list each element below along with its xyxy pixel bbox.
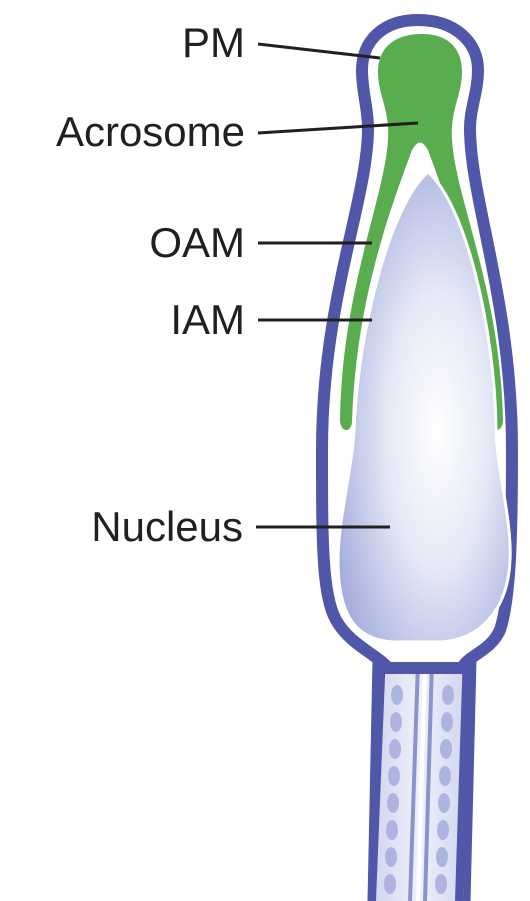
label-pm: PM: [182, 19, 245, 66]
tail: [371, 652, 473, 901]
label-oam: OAM: [149, 219, 245, 266]
label-nucleus: Nucleus: [91, 503, 243, 550]
label-acrosome: Acrosome: [56, 108, 245, 155]
label-iam: IAM: [170, 296, 245, 343]
